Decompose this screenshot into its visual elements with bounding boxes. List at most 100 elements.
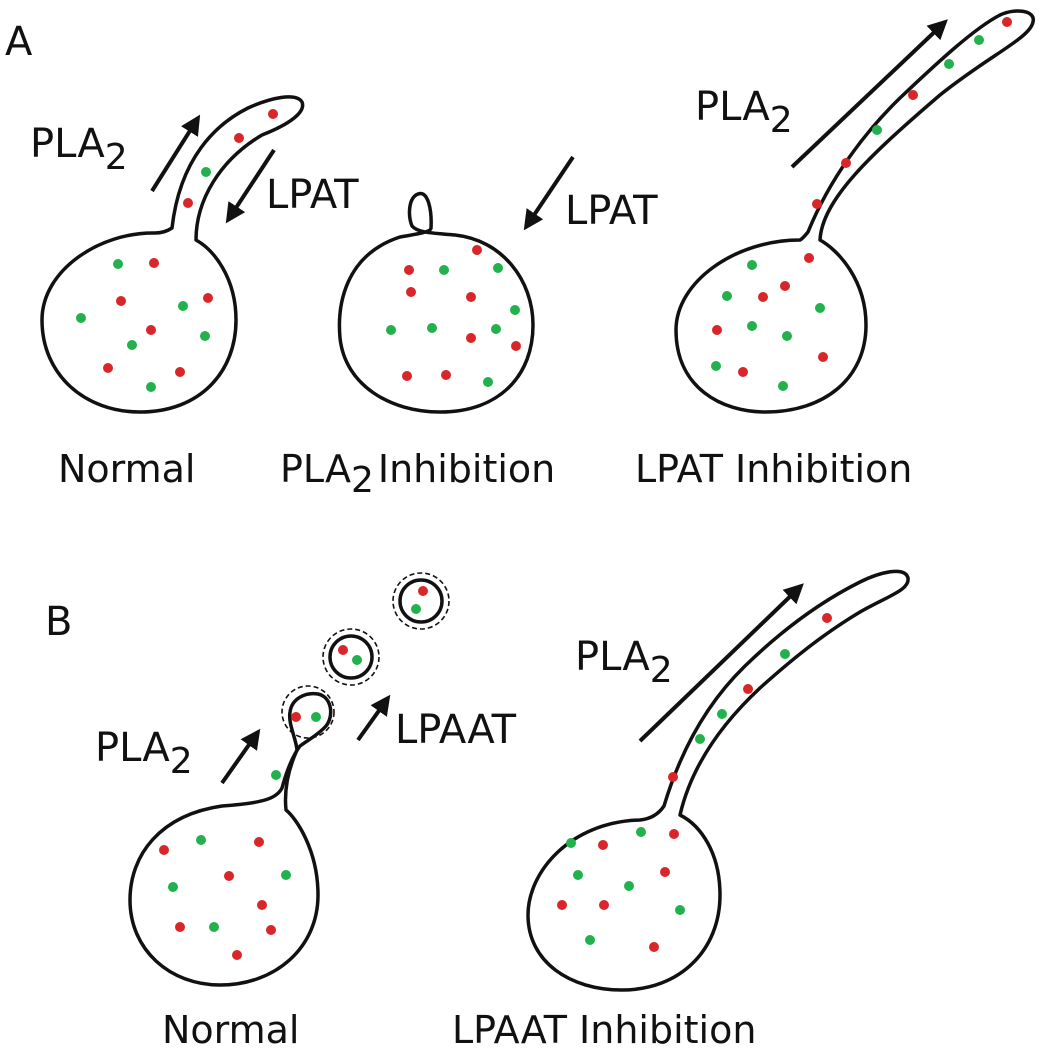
red-lipid-dot: [668, 772, 678, 782]
caption-lpaat-inhibition: LPAAT Inhibition: [452, 1008, 756, 1050]
red-lipid-dot: [743, 684, 753, 694]
red-lipid-dot: [669, 829, 679, 839]
red-lipid-dot: [146, 325, 156, 335]
green-lipid-dot: [76, 313, 86, 323]
lpat-label: LPAT: [266, 172, 359, 218]
panel-b-normal-cell: PLA2 LPAAT Normal: [95, 572, 517, 1050]
red-lipid-dot: [472, 245, 482, 255]
lpaat-label: LPAAT: [395, 707, 517, 753]
cell-a-pla2inhib-dots: [386, 245, 521, 387]
cell-b-lpaatinhib-outline: [526, 569, 910, 992]
lpat-arrow-down: [523, 155, 575, 231]
green-lipid-dot: [201, 167, 211, 177]
green-lipid-dot: [168, 882, 178, 892]
red-lipid-dot: [175, 367, 185, 377]
red-lipid-dot: [660, 867, 670, 877]
red-lipid-dot: [203, 293, 213, 303]
green-lipid-dot: [747, 260, 757, 270]
lpaat-arrow-up: [356, 694, 391, 742]
red-lipid-dot: [818, 352, 828, 362]
red-lipid-dot: [649, 942, 659, 952]
red-lipid-dot: [404, 265, 414, 275]
panel-a-lpat-inhibition-cell: PLA2 LPAT Inhibition: [635, 9, 1035, 491]
green-lipid-dot: [200, 331, 210, 341]
red-lipid-dot: [511, 341, 521, 351]
red-lipid-dot: [103, 363, 113, 373]
pla2-label: PLA2: [695, 84, 793, 141]
green-lipid-dot: [573, 870, 583, 880]
red-lipid-dot: [822, 613, 832, 623]
green-lipid-dot: [815, 303, 825, 313]
red-lipid-dot: [418, 586, 428, 596]
panel-b-letter: B: [45, 599, 72, 645]
panel-b-lpaat-inhibition-cell: PLA2 LPAAT Inhibition: [452, 569, 910, 1050]
red-lipid-dot: [758, 292, 768, 302]
red-lipid-dot: [599, 900, 609, 910]
green-lipid-dot: [439, 265, 449, 275]
green-lipid-dot: [675, 905, 685, 915]
cell-b-lpaatinhib-dots: [557, 613, 832, 952]
red-lipid-dot: [466, 292, 476, 302]
caption-normal: Normal: [58, 447, 196, 491]
green-lipid-dot: [717, 709, 727, 719]
red-lipid-dot: [183, 198, 193, 208]
pla2-arrow-up: [790, 19, 948, 169]
green-lipid-dot: [196, 835, 206, 845]
panel-a-letter: A: [5, 19, 33, 65]
red-lipid-dot: [598, 840, 608, 850]
green-lipid-dot: [782, 331, 792, 341]
vesicle-coat-dashed: [322, 628, 380, 686]
cell-b-normal-outline: [128, 691, 333, 987]
cell-a-pla2inhib-outline: [337, 191, 535, 414]
red-lipid-dot: [268, 109, 278, 119]
green-lipid-dot: [483, 377, 493, 387]
red-lipid-dot: [441, 370, 451, 380]
caption-normal: Normal: [162, 1008, 300, 1050]
green-lipid-dot: [127, 340, 137, 350]
pla2-label: PLA2: [95, 725, 193, 782]
pla2-arrow-up: [150, 114, 201, 193]
green-lipid-dot: [974, 35, 984, 45]
green-lipid-dot: [780, 649, 790, 659]
cell-a-lpatinhib-dots: [711, 17, 1012, 391]
green-lipid-dot: [944, 59, 954, 69]
cell-b-normal-dots: [159, 586, 428, 960]
red-lipid-dot: [406, 287, 416, 297]
green-lipid-dot: [636, 827, 646, 837]
red-lipid-dot: [175, 922, 185, 932]
red-lipid-dot: [466, 333, 476, 343]
red-lipid-dot: [291, 712, 301, 722]
red-lipid-dot: [149, 258, 159, 268]
green-lipid-dot: [178, 301, 188, 311]
red-lipid-dot: [402, 371, 412, 381]
red-lipid-dot: [738, 367, 748, 377]
green-lipid-dot: [209, 922, 219, 932]
lpat-label: LPAT: [565, 188, 658, 234]
lpat-arrow-down: [225, 148, 276, 224]
red-lipid-dot: [224, 871, 234, 881]
red-lipid-dot: [812, 199, 822, 209]
green-lipid-dot: [695, 734, 705, 744]
cell-a-normal-dots: [76, 109, 278, 392]
vesicle-coat-dashed: [392, 572, 450, 630]
red-lipid-dot: [159, 845, 169, 855]
green-lipid-dot: [427, 323, 437, 333]
green-lipid-dot: [491, 324, 501, 334]
red-lipid-dot: [338, 645, 348, 655]
vesicle-coat-dashed: [281, 685, 335, 739]
green-lipid-dot: [722, 291, 732, 301]
green-lipid-dot: [872, 125, 882, 135]
green-lipid-dot: [281, 870, 291, 880]
green-lipid-dot: [113, 259, 123, 269]
red-lipid-dot: [254, 837, 264, 847]
green-lipid-dot: [585, 935, 595, 945]
red-lipid-dot: [712, 325, 722, 335]
vesicle-outline: [328, 634, 374, 680]
pla2-arrow-up: [638, 583, 804, 743]
pla2-arrow-up: [220, 728, 261, 785]
green-lipid-dot: [386, 325, 396, 335]
red-lipid-dot: [266, 925, 276, 935]
